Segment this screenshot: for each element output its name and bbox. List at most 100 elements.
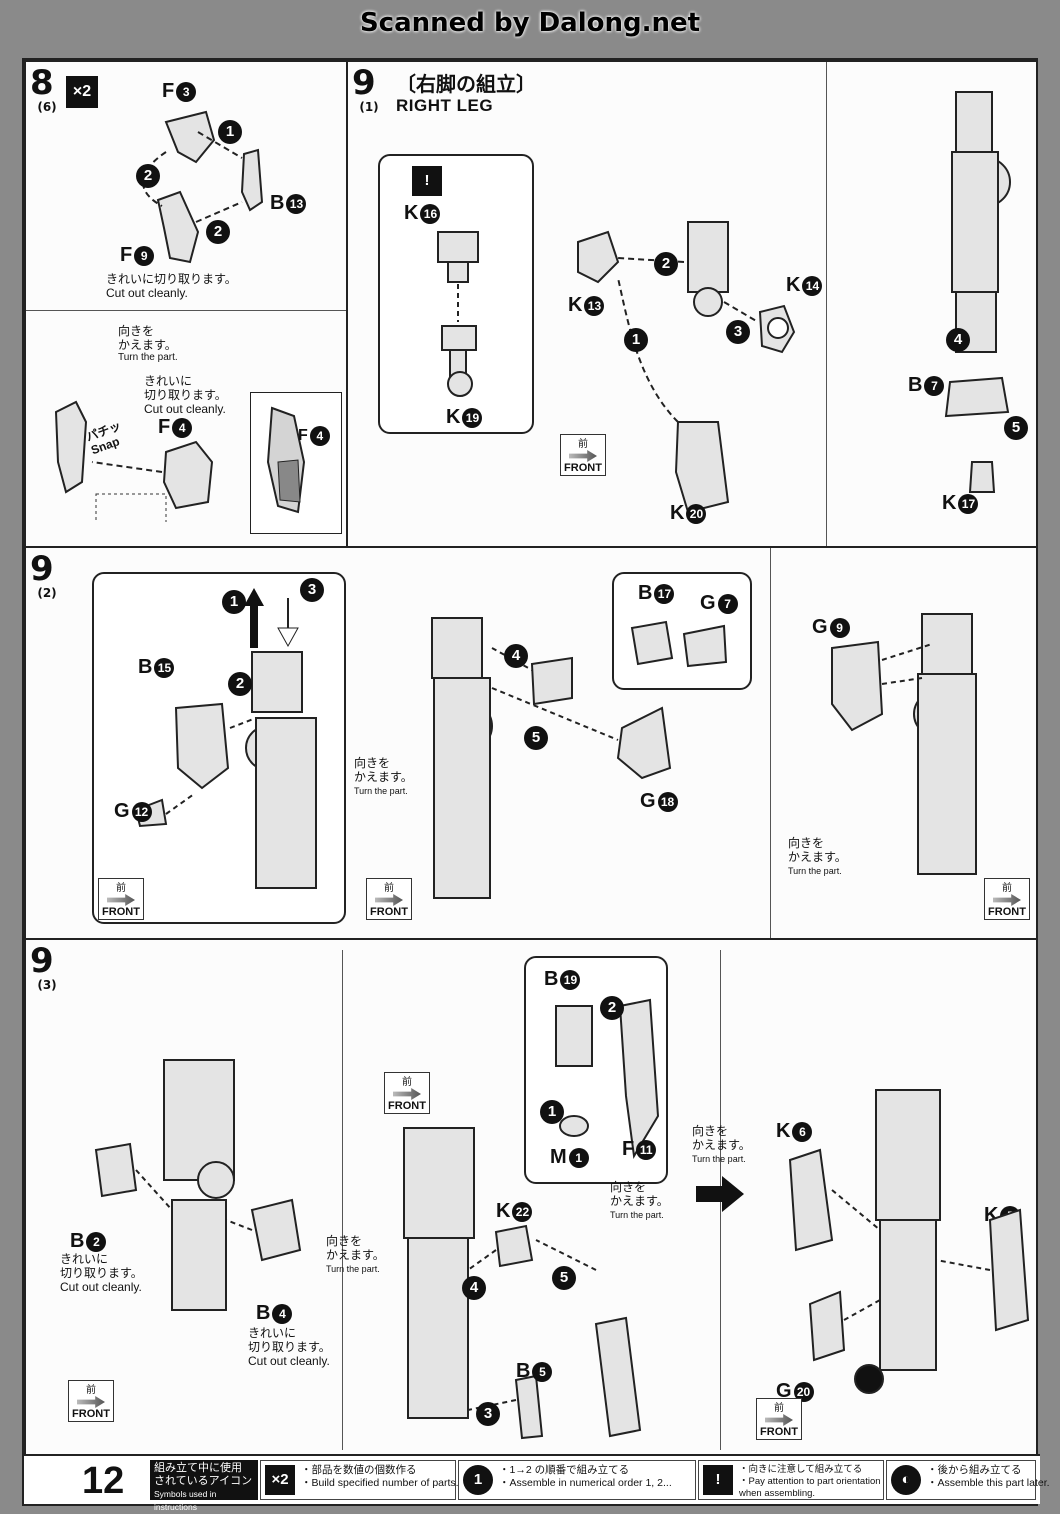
part-number: 16 — [420, 203, 441, 224]
turn-note: 向きを かえます。 Turn the part. — [326, 1234, 385, 1276]
legend-item-en: ・Assemble this part later. — [927, 1477, 1050, 1489]
note-jp: かえます。 — [692, 1138, 751, 1152]
order-icon: 1 — [463, 1465, 493, 1495]
multiplier-badge: ×2 — [66, 76, 98, 108]
cut-note-2: きれいに 切り取ります。 Cut out cleanly. — [144, 374, 227, 416]
step-marker-1: 1 — [624, 328, 648, 352]
part-number: 4 — [272, 1303, 293, 1324]
cut-note-2: きれいに 切り取ります。 Cut out cleanly. — [248, 1326, 331, 1368]
note-jp: きれいに — [144, 374, 193, 388]
front-en: FRONT — [988, 906, 1026, 918]
part-letter: G — [114, 800, 130, 822]
part-letter: K — [670, 502, 685, 524]
part-number: 18 — [657, 791, 678, 812]
step-number: 8 — [30, 63, 54, 103]
attention-icon: ! — [412, 166, 442, 196]
legend-item-order: 1 ・1→2 の順番で組み立てる ・Assemble in numerical … — [458, 1460, 696, 1500]
front-en: FRONT — [564, 462, 602, 474]
front-jp: 前 — [774, 1403, 784, 1414]
step-marker-1: 1 — [218, 120, 242, 144]
step-marker-3: 3 — [300, 578, 324, 602]
part-letter: B — [270, 192, 285, 214]
note-en: Cut out cleanly. — [248, 1354, 330, 1368]
step-marker-5: 5 — [552, 1266, 576, 1290]
part-letter: G — [700, 592, 716, 614]
part-number: 13 — [584, 295, 605, 316]
part-letter: B — [638, 582, 653, 604]
front-indicator: 前 FRONT — [560, 434, 606, 476]
arrow-right-icon — [765, 1414, 793, 1426]
k16-k19-diagram — [437, 231, 479, 397]
part-letter: K — [404, 202, 419, 224]
note-en: Turn the part. — [692, 1154, 746, 1164]
front-jp: 前 — [578, 439, 588, 450]
note-jp: かえます。 — [326, 1248, 385, 1262]
cut-note: きれいに 切り取ります。 Cut out cleanly. — [60, 1252, 143, 1294]
step8-diagram-a — [142, 110, 264, 264]
legend-en: Symbols used in instructions — [154, 1489, 217, 1512]
front-jp: 前 — [402, 1077, 412, 1088]
step-title-jp: 〔右脚の組立〕 — [396, 74, 536, 96]
divider — [26, 310, 346, 311]
note-en: Turn the part. — [788, 866, 842, 876]
cut-note: きれいに切り取ります。 Cut out cleanly. — [106, 272, 237, 300]
step-marker-3: 3 — [476, 1402, 500, 1426]
note-jp: 向きを — [118, 324, 155, 338]
part-number: 11 — [636, 1139, 657, 1160]
step-title-en: RIGHT LEG — [396, 96, 494, 115]
front-en: FRONT — [388, 1100, 426, 1112]
legend-jp: 組み立て中に使用 — [154, 1462, 242, 1474]
part-letter: G — [640, 790, 656, 812]
front-indicator: 前 FRONT — [68, 1380, 114, 1422]
arrow-right-icon — [77, 1396, 105, 1408]
note-en: Turn the part. — [118, 352, 178, 363]
part-letter: F — [158, 416, 171, 438]
step-marker-3: 3 — [726, 320, 750, 344]
legend-item-jp: ・1→2 の順番で組み立てる — [499, 1464, 630, 1476]
step-number: 9 — [30, 941, 54, 981]
part-letter: F — [622, 1138, 635, 1160]
part-number: 2 — [86, 1231, 107, 1252]
part-letter: B — [256, 1302, 271, 1324]
assemble-later-icon: ◐ — [891, 1465, 921, 1495]
note-jp: かえます。 — [788, 850, 847, 864]
part-number: 14 — [802, 275, 823, 296]
part-letter: B — [70, 1230, 85, 1252]
part-letter: K — [496, 1200, 511, 1222]
note-jp: 切り取ります。 — [144, 388, 227, 402]
part-number: 6 — [792, 1121, 813, 1142]
note-jp: きれいに — [60, 1252, 109, 1266]
legend-item-en: ・Assemble in numerical order 1, 2... — [499, 1477, 672, 1489]
note-jp: 向きを — [788, 836, 825, 850]
front-indicator-2: 前 FRONT — [384, 1072, 430, 1114]
part-letter: F — [298, 427, 308, 445]
step-marker-5: 5 — [524, 726, 548, 750]
part-letter: K — [568, 294, 583, 316]
part-number: 7 — [717, 593, 738, 614]
b19-f11-detail — [555, 998, 660, 1159]
legend-jp: されているアイコン — [154, 1475, 253, 1487]
turn-note-2: 向きを かえます。 Turn the part. — [788, 836, 847, 878]
step-marker-2b: 2 — [206, 220, 230, 244]
part-letter: K — [776, 1120, 791, 1142]
note-en: Cut out cleanly. — [106, 286, 188, 300]
divider — [342, 950, 343, 1450]
front-jp: 前 — [116, 883, 126, 894]
note-en: Turn the part. — [326, 1264, 380, 1274]
